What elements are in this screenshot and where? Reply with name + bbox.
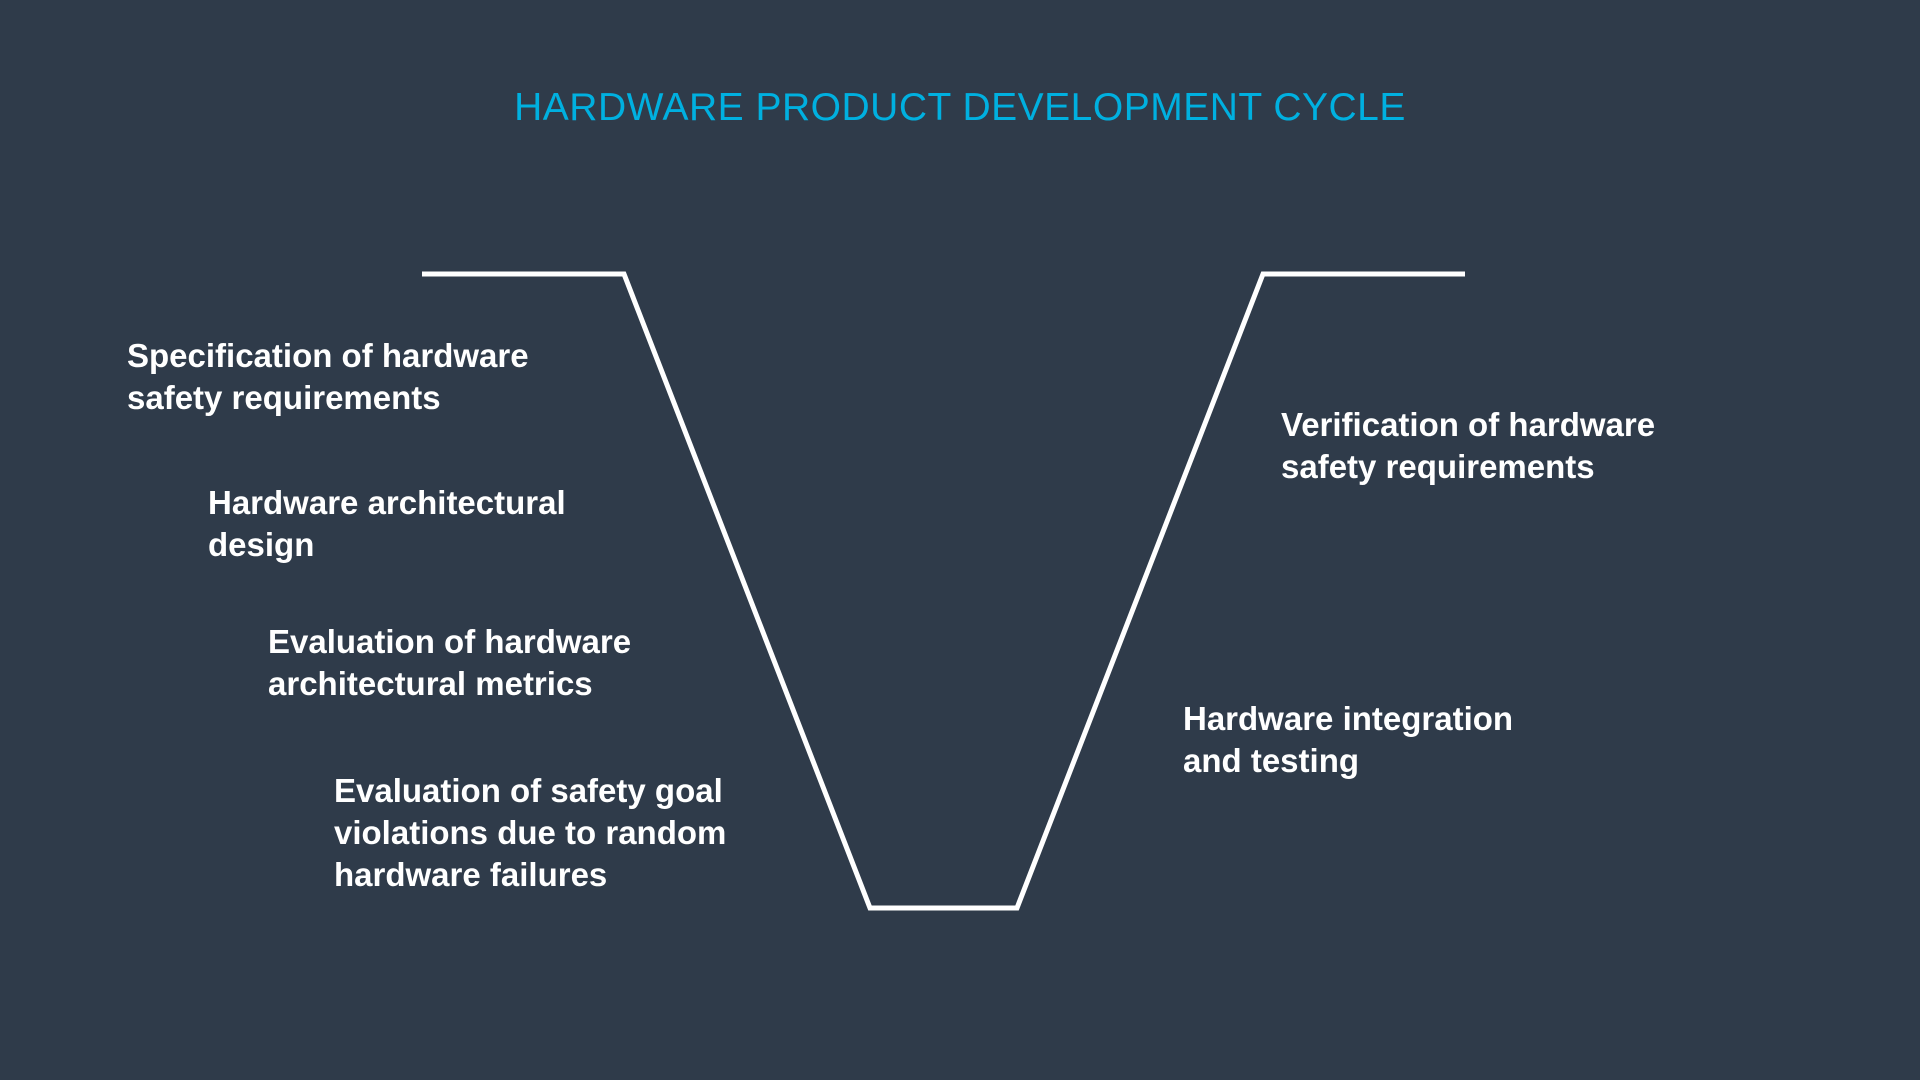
step-hw-safety-requirements-spec: Specification of hardware safety require…	[127, 335, 529, 419]
v-shape-line	[422, 271, 1465, 911]
step-text-line: hardware failures	[334, 856, 608, 893]
step-safety-goal-violations: Evaluation of safety goal violations due…	[334, 770, 726, 896]
step-text-line: and testing	[1183, 742, 1360, 779]
step-text-line: Hardware integration	[1183, 700, 1514, 737]
step-text-line: Hardware architectural	[208, 484, 566, 521]
step-text-line: Specification of hardware	[127, 337, 529, 374]
step-text-line: Evaluation of safety goal	[334, 772, 723, 809]
step-text-line: Verification of hardware	[1281, 406, 1656, 443]
step-text-line: design	[208, 526, 315, 563]
step-text-line: Evaluation of hardware	[268, 623, 632, 660]
step-text-line: architectural metrics	[268, 665, 593, 702]
diagram-title: HARDWARE PRODUCT DEVELOPMENT CYCLE	[514, 86, 1406, 129]
step-hw-safety-verification: Verification of hardware safety requirem…	[1281, 404, 1655, 488]
step-text-line: safety requirements	[1281, 448, 1595, 485]
step-hw-architectural-metrics: Evaluation of hardware architectural met…	[268, 621, 631, 705]
step-hw-architectural-design: Hardware architectural design	[208, 482, 566, 566]
step-text-line: safety requirements	[127, 379, 441, 416]
step-hw-integration-testing: Hardware integration and testing	[1183, 698, 1513, 782]
step-text-line: violations due to random	[334, 814, 727, 851]
